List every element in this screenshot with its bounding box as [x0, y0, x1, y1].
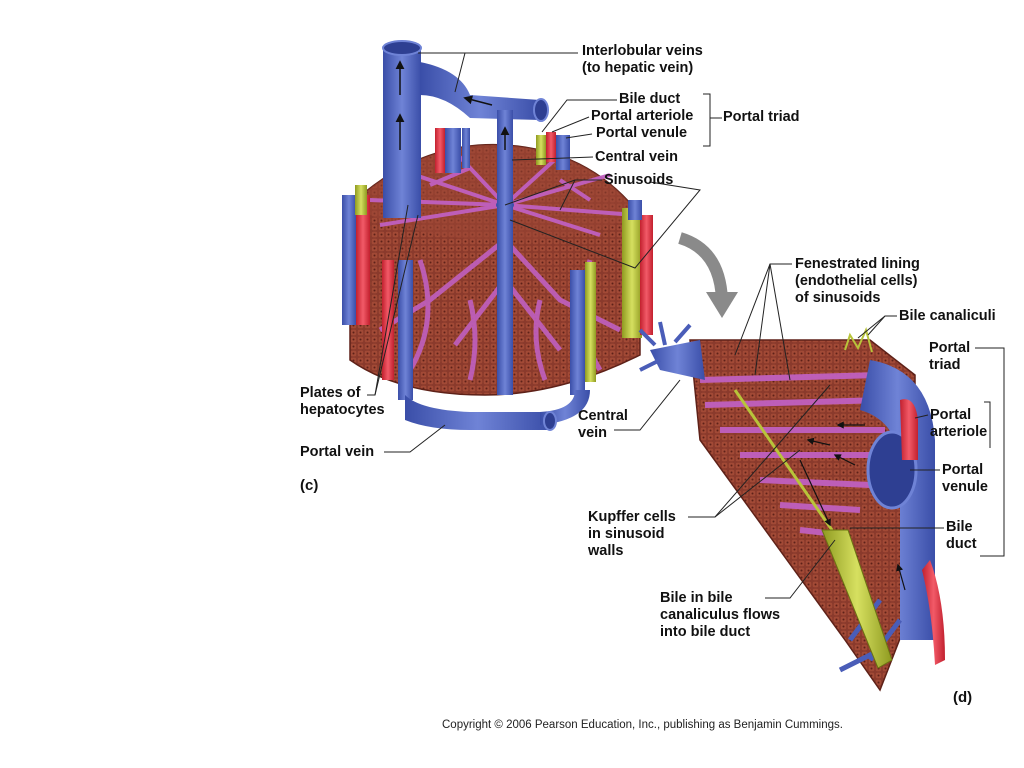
- label-bile-duct-d: Bile duct: [946, 519, 977, 552]
- transition-arrow: [678, 232, 728, 301]
- label-portal-venule-c: Portal venule: [596, 125, 688, 141]
- label-interlobular-veins: Interlobular veins (to hepatic vein): [582, 43, 703, 76]
- panel-label-d: (d): [953, 689, 973, 706]
- label-plates-of-hepatocytes: Plates of hepatocytes: [300, 385, 385, 418]
- label-portal-venule-d: Portal venule: [942, 462, 988, 495]
- label-central-vein-d: Central vein: [578, 408, 628, 441]
- label-fenestrated-lining: Fenestrated lining (endothelial cells) o…: [795, 256, 920, 306]
- copyright-notice: Copyright © 2006 Pearson Education, Inc.…: [442, 719, 843, 731]
- label-central-vein-c: Central vein: [595, 149, 678, 165]
- label-bile-duct-c: Bile duct: [619, 91, 681, 107]
- lobule-illustration: [342, 40, 653, 431]
- label-portal-arteriole-d: Portal arteriole: [930, 407, 988, 440]
- label-portal-triad-d: Portal triad: [929, 340, 971, 373]
- leader-lines: [367, 52, 1005, 599]
- label-bile-canaliculi: Bile canaliculi: [899, 308, 996, 324]
- label-portal-triad-c: Portal triad: [723, 109, 800, 125]
- label-portal-vein: Portal vein: [300, 444, 375, 460]
- panel-label-c: (c): [300, 477, 319, 494]
- label-portal-arteriole-c: Portal arteriole: [591, 108, 694, 124]
- label-bile-flow: Bile in bile canaliculus flows into bile…: [660, 590, 781, 640]
- sinusoid-network: [369, 150, 636, 237]
- label-sinusoids: Sinusoids: [604, 172, 674, 188]
- label-kupffer-cells: Kupffer cells in sinusoid walls: [588, 509, 676, 559]
